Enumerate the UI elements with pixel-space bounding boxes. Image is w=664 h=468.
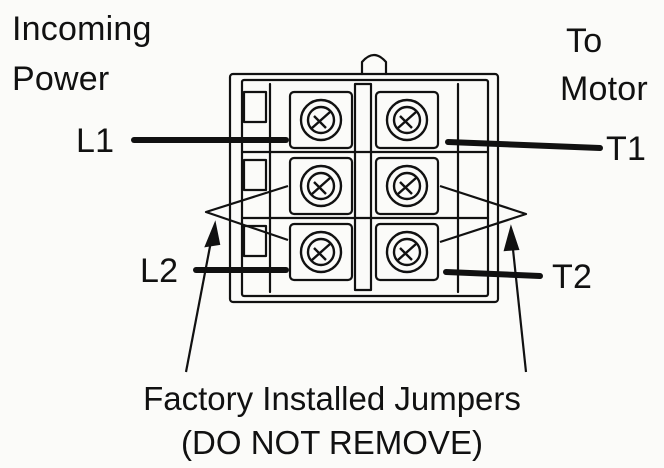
terminal-label-t2: T2	[552, 258, 593, 296]
incoming-power-label-line1: Incoming	[12, 10, 152, 48]
terminal-block-inner-frame	[240, 78, 490, 298]
wire-t1	[445, 139, 603, 151]
screw-t1	[385, 98, 429, 142]
pocket-t1	[374, 90, 440, 150]
center-divider	[353, 82, 373, 292]
side-block-2	[242, 158, 268, 192]
screw-l1	[299, 98, 343, 142]
wire-t2	[443, 269, 543, 279]
jumper-right	[439, 184, 528, 244]
terminal-label-l2: L2	[140, 252, 179, 290]
arrow-left	[184, 235, 214, 373]
pocket-mid-right	[374, 156, 440, 216]
pocket-l2	[288, 222, 354, 282]
screw-l2	[299, 230, 343, 274]
arrow-right	[510, 239, 528, 373]
screw-t2	[385, 230, 429, 274]
pocket-l1	[288, 90, 354, 150]
jumper-left	[204, 184, 289, 242]
side-block-1	[242, 90, 268, 124]
pocket-mid-left	[288, 156, 354, 216]
terminal-block-housing	[228, 72, 500, 304]
screw-mid-left	[299, 164, 343, 208]
terminal-label-t1: T1	[606, 130, 647, 168]
jumpers-caption-line1: Factory Installed Jumpers	[143, 380, 521, 417]
terminal-label-l1: L1	[76, 122, 115, 160]
screw-mid-right	[385, 164, 429, 208]
to-motor-label-line2: Motor	[560, 70, 648, 108]
side-block-3	[242, 224, 268, 258]
pocket-t2	[374, 222, 440, 282]
jumpers-caption-line2: (DO NOT REMOVE)	[181, 424, 483, 461]
top-mounting-tab	[360, 53, 388, 76]
to-motor-label-line1: To	[566, 22, 603, 60]
incoming-power-label-line2: Power	[12, 60, 110, 98]
